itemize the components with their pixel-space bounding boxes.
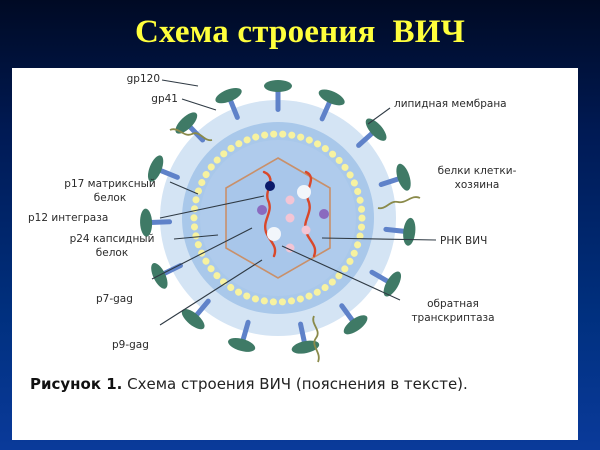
rt-dot-2	[267, 227, 281, 241]
envelope-spikes	[140, 80, 416, 354]
rt-dot	[297, 185, 311, 199]
leader-lines	[151, 79, 437, 326]
matrix-protein-beads	[190, 130, 366, 306]
caption-text: Схема строения ВИЧ (пояснения в тексте).	[122, 375, 468, 393]
integrase-dot	[265, 181, 275, 191]
label-gp120: gp120	[126, 73, 160, 85]
figure-caption: Рисунок 1. Схема строения ВИЧ (пояснения…	[30, 374, 470, 394]
slide-title: Схема строения ВИЧ	[135, 14, 465, 50]
figure-panel: gp120 gp41 липидная мембрана белки клетк…	[12, 68, 578, 440]
p7-dot	[257, 205, 267, 215]
label-reverse-transcriptase: обратная транскриптаза	[411, 298, 495, 324]
caption-figure-number: Рисунок 1.	[30, 375, 123, 393]
label-hiv-rna: РНК ВИЧ	[440, 235, 488, 247]
label-p17-matrix-protein: p17 матриксный белок	[64, 178, 156, 204]
label-p9-gag: p9-gag	[112, 339, 149, 351]
p7-dot-2	[319, 209, 329, 219]
host-cell-proteins	[169, 128, 421, 363]
label-gp41: gp41	[151, 93, 178, 105]
label-lipid-membrane: липидная мембрана	[394, 98, 507, 110]
label-p12-integrase: p12 интеграза	[28, 212, 109, 224]
hiv-structure-diagram	[140, 79, 437, 363]
label-p24-capsid-protein: p24 капсидный белок	[69, 233, 155, 259]
label-p7-gag: p7-gag	[96, 293, 133, 305]
label-host-proteins: белки клетки- хозяина	[437, 165, 517, 191]
